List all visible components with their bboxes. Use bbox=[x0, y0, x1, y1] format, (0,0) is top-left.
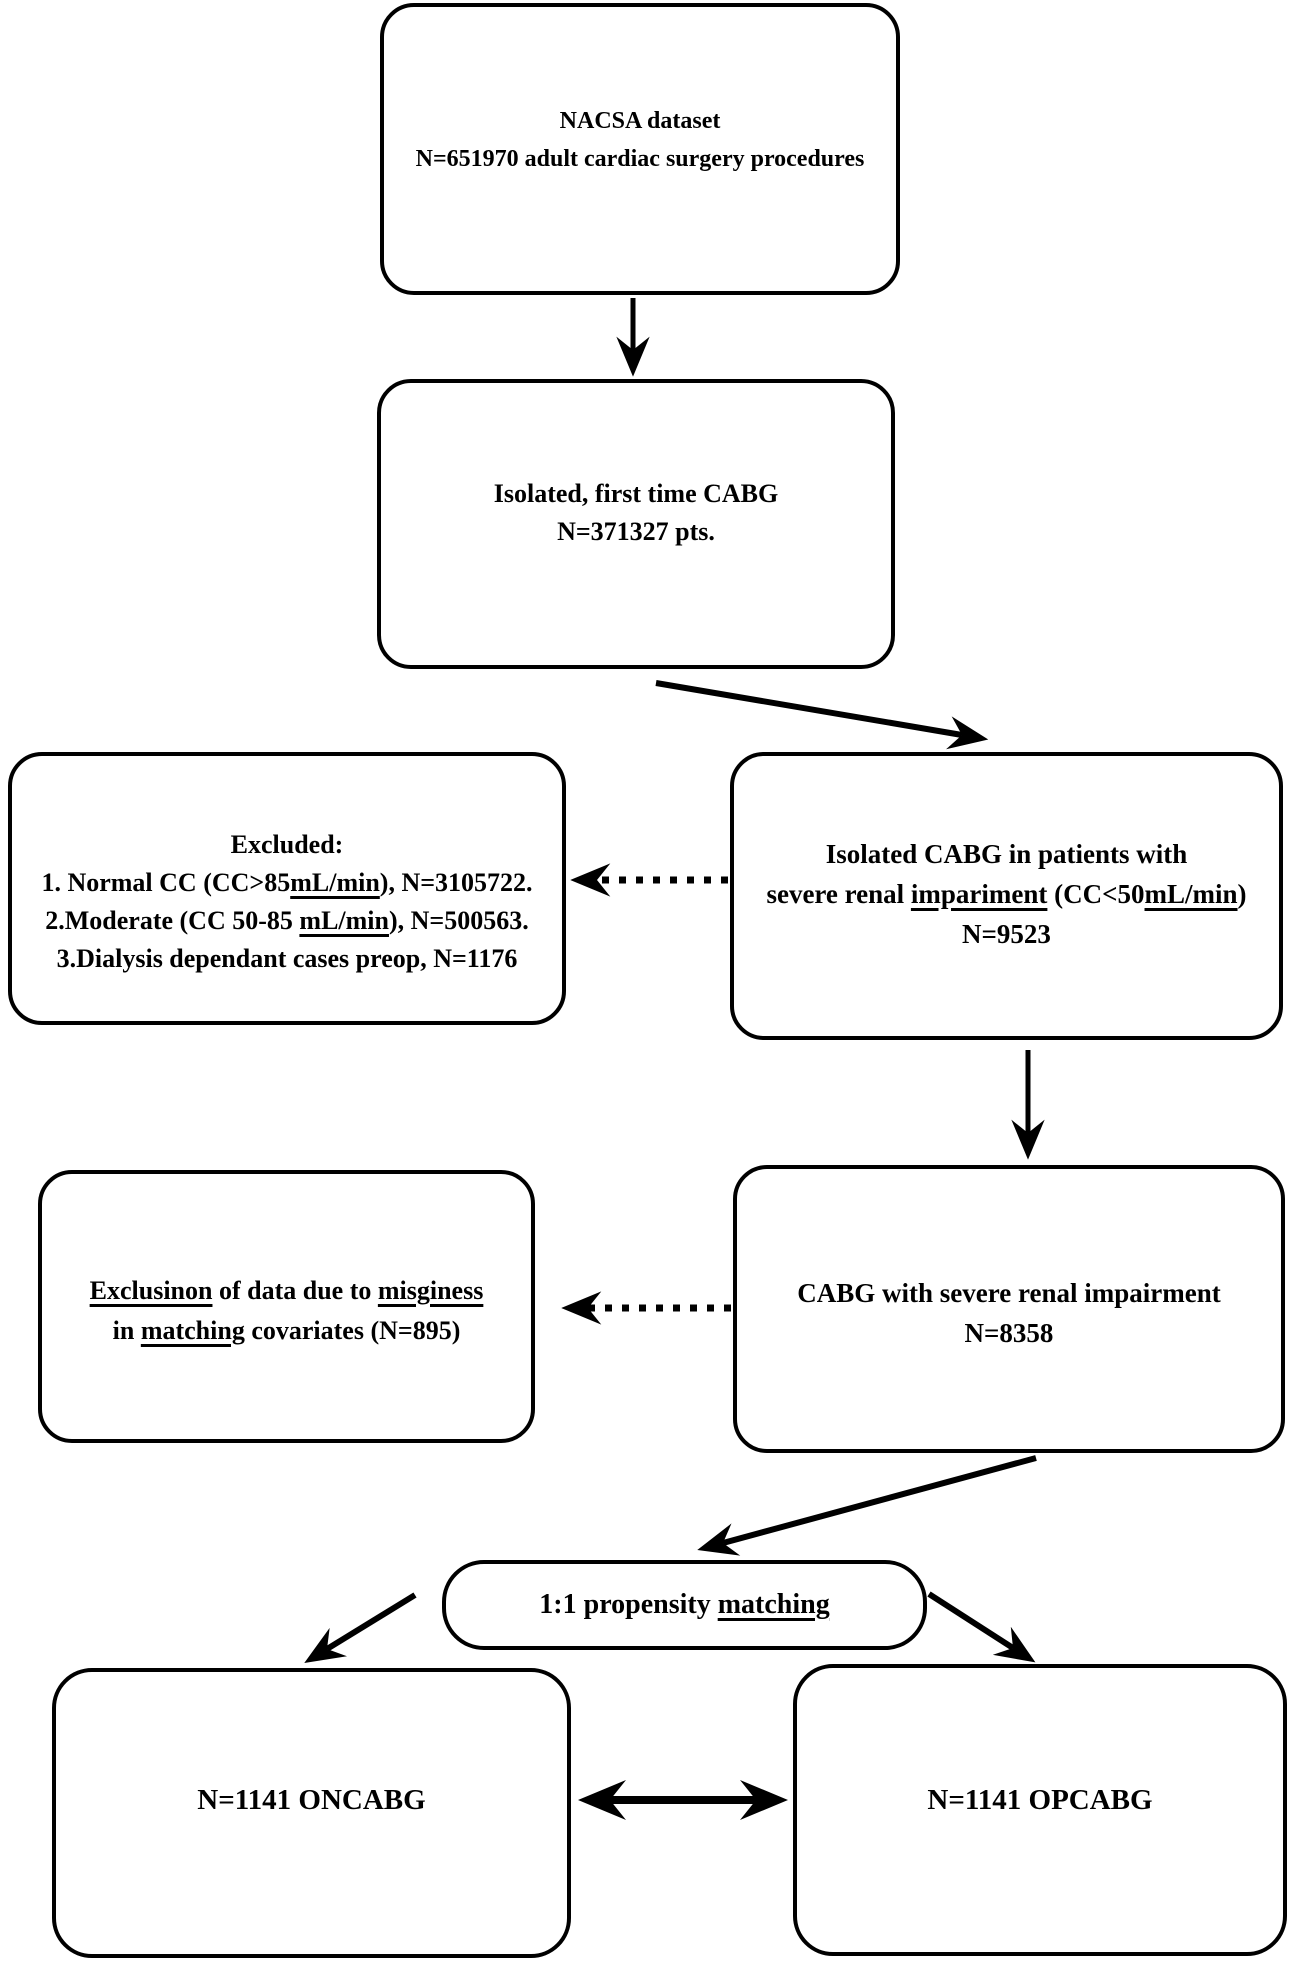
text-line: N=1141 OPCABG bbox=[927, 1784, 1153, 1816]
box-text: Exclusinon of data due to misginess in ma… bbox=[42, 1271, 531, 1351]
arrow-cabg-to-matching bbox=[697, 1455, 1037, 1556]
text-line: CABG with severe renal impairment bbox=[797, 1278, 1221, 1308]
box-oncabg-group: N=1141 ONCABG bbox=[52, 1668, 571, 1958]
box-isolated-cabg-severe-renal-impairment: Isolated CABG in patients with severe ren… bbox=[730, 752, 1283, 1040]
text-line: in matching covariates (N=895) bbox=[112, 1315, 461, 1345]
box-text: Excluded: 1. Normal CC (CC>85mL/min), N=3… bbox=[12, 826, 562, 978]
box-text: Isolated, first time CABG N=371327 pts. bbox=[381, 475, 891, 551]
text-line: 1. Normal CC (CC>85mL/min), N=3105722. bbox=[41, 867, 533, 897]
text-line: N=1141 ONCABG bbox=[197, 1784, 426, 1816]
arrow-isolated-to-severe-renal bbox=[655, 680, 989, 750]
arrow-matching-to-opcabg bbox=[927, 1591, 1036, 1663]
arrow-matching-to-oncabg bbox=[304, 1592, 417, 1663]
box-text: 1:1 propensity matching bbox=[446, 1585, 923, 1625]
text-line: severe renal impariment (CC<50mL/min) bbox=[766, 879, 1247, 909]
box-propensity-matching: 1:1 propensity matching bbox=[442, 1560, 927, 1650]
text-line: 1:1 propensity matching bbox=[539, 1589, 830, 1620]
box-exclusion-missing-covariates: Exclusinon of data due to misginess in ma… bbox=[38, 1170, 535, 1443]
box-isolated-first-time-cabg: Isolated, first time CABG N=371327 pts. bbox=[377, 379, 895, 669]
text-line: Excluded: bbox=[230, 829, 344, 859]
box-text: N=1141 OPCABG bbox=[797, 1780, 1283, 1820]
text-line: Exclusinon of data due to misginess bbox=[89, 1275, 484, 1305]
text-line: 3.Dialysis dependant cases preop, N=1176 bbox=[56, 943, 518, 973]
text-line: N=371327 pts. bbox=[557, 517, 715, 546]
text-line: Isolated, first time CABG bbox=[493, 479, 779, 508]
text-line: 2.Moderate (CC 50-85 mL/min), N=500563. bbox=[45, 905, 529, 935]
box-excluded: Excluded: 1. Normal CC (CC>85mL/min), N=3… bbox=[8, 752, 566, 1025]
text-line: N=8358 bbox=[964, 1318, 1054, 1348]
box-text: N=1141 ONCABG bbox=[56, 1780, 567, 1820]
text-line: Isolated CABG in patients with bbox=[825, 839, 1188, 869]
text-line: N=9523 bbox=[962, 919, 1051, 949]
text-line: N=651970 adult cardiac surgery procedure… bbox=[415, 146, 865, 172]
box-text: Isolated CABG in patients with severe ren… bbox=[734, 834, 1279, 954]
text-line: NACSA dataset bbox=[559, 108, 721, 134]
box-opcabg-group: N=1141 OPCABG bbox=[793, 1664, 1287, 1956]
